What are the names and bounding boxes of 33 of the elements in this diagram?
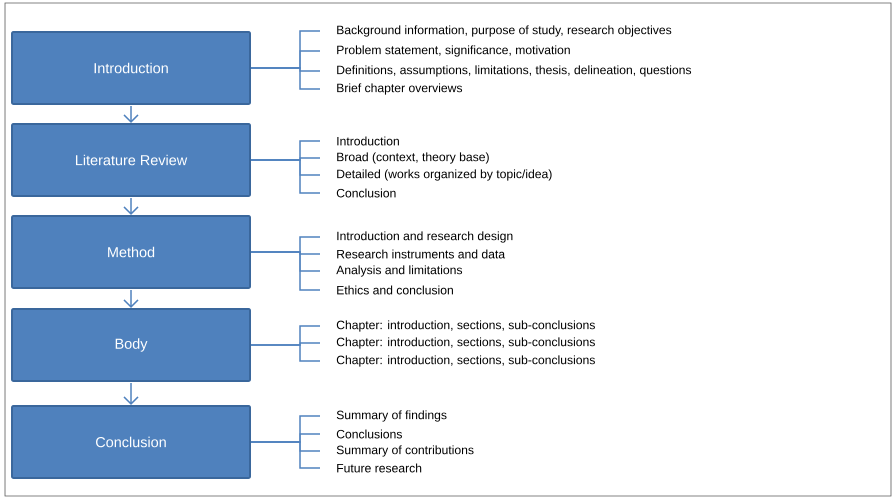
bracket-line xyxy=(251,344,320,362)
item-text: Chapter: introduction, sections, sub-conclusions xyxy=(336,337,595,349)
item-text: Brief chapter overviews xyxy=(337,83,462,95)
item-text: Detailed (works organized by topic/idea) xyxy=(337,169,552,181)
bracket-line xyxy=(251,159,320,194)
arrow xyxy=(123,106,139,123)
section-box: Introduction xyxy=(11,31,251,105)
item-text: Conclusion xyxy=(336,188,396,198)
item-text: Summary of findings xyxy=(336,410,447,422)
item-text: Chapter: introduction, sections, sub-conclusions xyxy=(336,320,595,332)
section-box: Literature Review xyxy=(11,123,251,197)
item-text: Conclusions xyxy=(336,430,402,438)
section-box: Conclusion xyxy=(11,405,251,479)
item-text: Broad (context, theory base) xyxy=(337,152,489,164)
section-box: Method xyxy=(11,215,251,289)
arrow xyxy=(123,198,139,215)
item-text: Definitions, assumptions, limitations, thesis, delineation, questions xyxy=(337,65,692,77)
bracket-line xyxy=(251,251,320,291)
section-box: Body xyxy=(11,308,251,382)
item-text: Introduction xyxy=(337,136,399,146)
arrow xyxy=(123,383,139,405)
item-text: Future research xyxy=(337,464,422,472)
item-text: Analysis and limitations xyxy=(336,265,462,277)
bracket-line xyxy=(251,67,320,90)
item-text: Problem statement, significance, motivation xyxy=(337,45,570,57)
item-text: Chapter: introduction, sections, sub-conclusions xyxy=(336,355,595,367)
arrow xyxy=(123,290,139,308)
item-text: Ethics and conclusion xyxy=(337,286,453,294)
item-text: Research instruments and data xyxy=(337,250,506,258)
bracket-line xyxy=(251,441,320,469)
item-text: Background information, purpose of study, research objectives xyxy=(337,25,672,37)
item-text: Summary of contributions xyxy=(336,445,474,457)
item-text: Introduction and research design xyxy=(337,231,512,243)
